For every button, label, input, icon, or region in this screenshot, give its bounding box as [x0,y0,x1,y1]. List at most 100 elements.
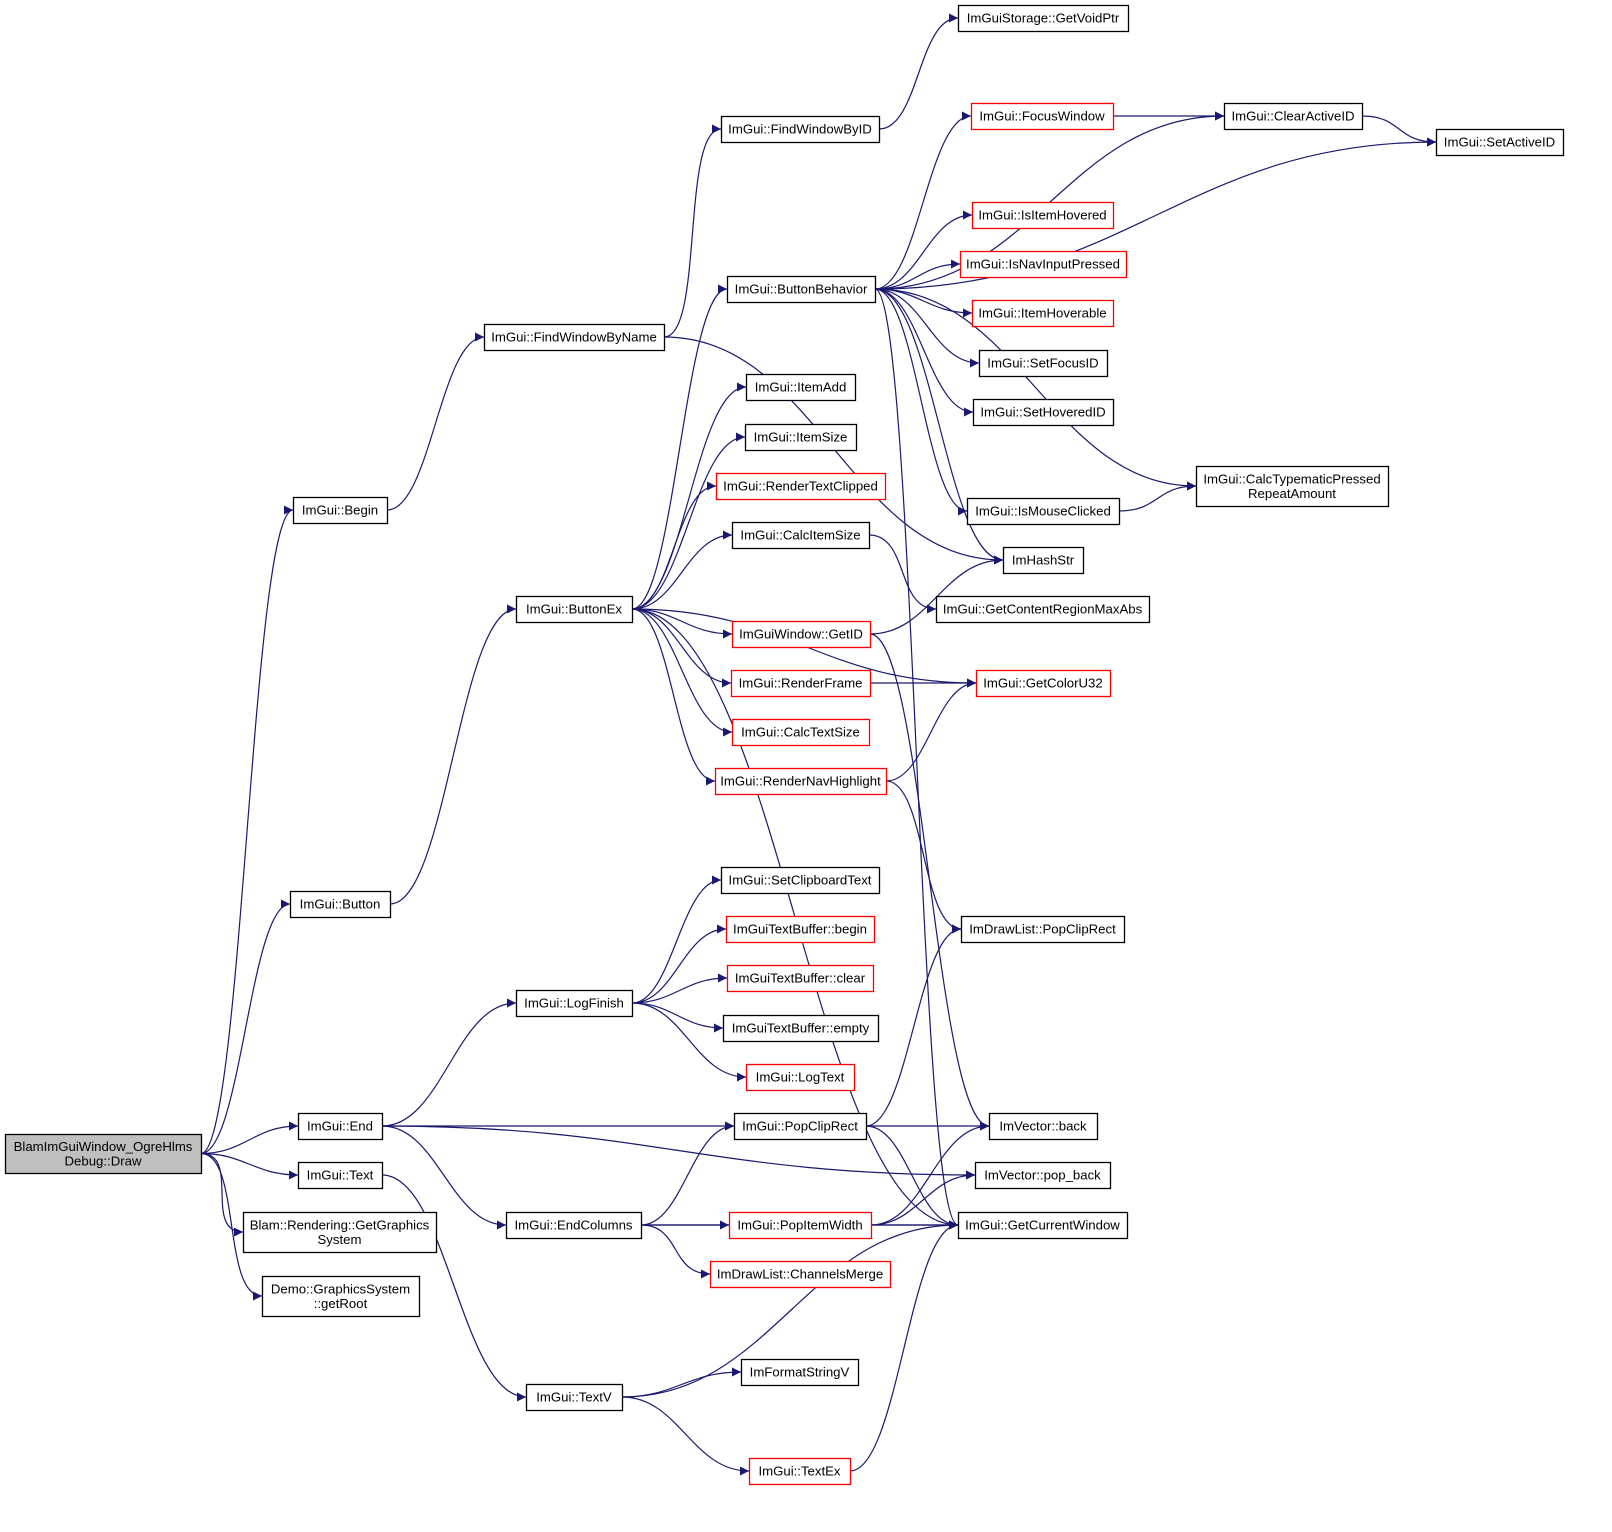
edge-draw-to-getgfx [200,1152,244,1237]
node-logtext[interactable]: ImGui::LogText [745,1063,856,1092]
node-label: ImGui::IsMouseClicked [975,504,1111,519]
node-text[interactable]: ImGui::Text [297,1161,384,1190]
node-label: ImGuiTextBuffer::clear [735,971,866,986]
node-ismouseclicked[interactable]: ImGui::IsMouseClicked [966,497,1121,526]
node-popcliprect[interactable]: ImGui::PopClipRect [733,1112,868,1141]
edge-clearactiveid-to-setactiveid [1361,115,1437,147]
node-tbclear[interactable]: ImGuiTextBuffer::clear [726,964,875,993]
node-endcolumns[interactable]: ImGui::EndColumns [505,1211,643,1240]
node-label: ImGui::SetFocusID [987,356,1098,371]
node-clearactiveid[interactable]: ImGui::ClearActiveID [1223,102,1364,131]
node-box [515,989,634,1018]
node-buttonbehavior[interactable]: ImGui::ButtonBehavior [726,275,877,304]
edge-popitemwidth-to-vecback [870,1121,990,1226]
node-findwinbyname[interactable]: ImGui::FindWindowByName [483,323,666,352]
node-setclipboardtext[interactable]: ImGui::SetClipboardText [720,866,881,895]
node-box [483,323,666,352]
node-getcurrentwindow[interactable]: ImGui::GetCurrentWindow [957,1211,1129,1240]
node-rendernavhighlight[interactable]: ImGui::RenderNavHighlight [714,767,888,796]
node-box [740,1358,860,1387]
edge-popitemwidth-to-vecpopback [870,1170,976,1226]
node-label: ImGui::LogText [756,1070,845,1085]
node-imformatstringv[interactable]: ImFormatStringV [740,1358,860,1387]
edge-popcliprect-to-drawpopcliprect [865,924,962,1127]
node-label: ImGuiTextBuffer::empty [732,1021,870,1036]
node-label: ImGui::CalcItemSize [740,528,860,543]
node-box [745,1063,856,1092]
node-itemhoverable[interactable]: ImGui::ItemHoverable [971,299,1115,328]
node-getvoidptr[interactable]: ImGuiStorage::GetVoidPtr [957,4,1130,33]
node-getcoloru32[interactable]: ImGui::GetColorU32 [975,669,1112,698]
node-label: Debug::Draw [65,1153,142,1168]
node-label: ImGui::ItemSize [754,430,848,445]
edge-findwinbyid-to-getvoidptr [878,13,959,130]
node-begin[interactable]: ImGui::Begin [292,496,389,525]
edge-buttonbehavior-to-isitemhovered [874,210,973,290]
node-calctextsize[interactable]: ImGui::CalcTextSize [731,718,871,747]
edge-textv-to-textex [621,1396,750,1476]
node-label: ImHashStr [1012,553,1075,568]
node-label: ImGui::PopItemWidth [737,1218,862,1233]
node-vecback[interactable]: ImVector::back [988,1112,1099,1141]
node-box [242,1211,438,1254]
node-label: Blam::Rendering::GetGraphics [250,1217,430,1232]
node-setfocusid[interactable]: ImGui::SetFocusID [978,349,1109,378]
node-label: ImVector::back [999,1119,1087,1134]
node-itemsize[interactable]: ImGui::ItemSize [744,423,858,452]
node-label: ImGui::Button [300,897,381,912]
node-label: ImGui::TextV [536,1390,612,1405]
node-label: ImGui::SetActiveID [1444,135,1555,150]
node-getcontentregion[interactable]: ImGui::GetContentRegionMaxAbs [935,595,1151,624]
node-isnavinputpressed[interactable]: ImGui::IsNavInputPressed [959,250,1128,279]
node-label: ImGui::Begin [302,503,378,518]
edge-logfinish-to-tbclear [631,973,728,1004]
node-label: ImGui::GetContentRegionMaxAbs [943,602,1143,617]
node-calcitemsize[interactable]: ImGui::CalcItemSize [731,521,871,550]
node-box [722,1014,880,1043]
node-textex[interactable]: ImGui::TextEx [748,1457,852,1486]
node-findwinbyid[interactable]: ImGui::FindWindowByID [720,115,881,144]
node-box [1435,128,1565,157]
node-rendertextclipped[interactable]: ImGui::RenderTextClipped [715,472,887,501]
node-getid[interactable]: ImGuiWindow::GetID [731,620,872,649]
node-focuswindow[interactable]: ImGui::FocusWindow [970,102,1115,131]
node-buttonex[interactable]: ImGui::ButtonEx [515,595,634,624]
node-box [4,1133,203,1175]
node-imhashstr[interactable]: ImHashStr [1002,546,1085,575]
node-button[interactable]: ImGui::Button [289,890,392,919]
node-box [1195,465,1390,508]
node-isitemhovered[interactable]: ImGui::IsItemHovered [971,201,1115,230]
node-label: ImGui::ClearActiveID [1231,109,1354,124]
node-popitemwidth[interactable]: ImGui::PopItemWidth [728,1211,873,1240]
node-sethoveredid[interactable]: ImGui::SetHoveredID [972,398,1115,427]
node-box [733,1112,868,1141]
node-label: Demo::GraphicsSystem [271,1281,410,1296]
edge-buttonbehavior-to-setfocusid [874,288,980,368]
node-setactiveid[interactable]: ImGui::SetActiveID [1435,128,1565,157]
node-drawpopcliprect[interactable]: ImDrawList::PopClipRect [960,915,1126,944]
node-box [744,423,858,452]
node-end[interactable]: ImGui::End [297,1112,384,1141]
node-renderframe[interactable]: ImGui::RenderFrame [730,669,872,698]
node-getroot[interactable]: Demo::GraphicsSystem::getRoot [261,1275,421,1318]
node-vecpopback[interactable]: ImVector::pop_back [974,1161,1112,1190]
node-tbbegin[interactable]: ImGuiTextBuffer::begin [725,915,876,944]
edge-buttonex-to-renderframe [631,608,732,688]
node-itemadd[interactable]: ImGui::ItemAdd [745,373,857,402]
edge-buttonbehavior-to-getcurrentwindow [874,288,959,1230]
node-box [745,373,857,402]
node-tbempty[interactable]: ImGuiTextBuffer::empty [722,1014,880,1043]
node-box [972,398,1115,427]
node-textv[interactable]: ImGui::TextV [525,1383,624,1412]
node-label: ImGui::GetColorU32 [983,676,1102,691]
node-logfinish[interactable]: ImGui::LogFinish [515,989,634,1018]
node-channelsmerge[interactable]: ImDrawList::ChannelsMerge [709,1260,892,1289]
node-label: ImGui::RenderFrame [739,676,863,691]
node-label: ::getRoot [314,1296,368,1311]
edge-textv-to-imformatstringv [621,1367,742,1398]
node-label: ImGui::ButtonBehavior [735,282,868,297]
edge-buttonex-to-rendertextclipped [631,481,717,610]
